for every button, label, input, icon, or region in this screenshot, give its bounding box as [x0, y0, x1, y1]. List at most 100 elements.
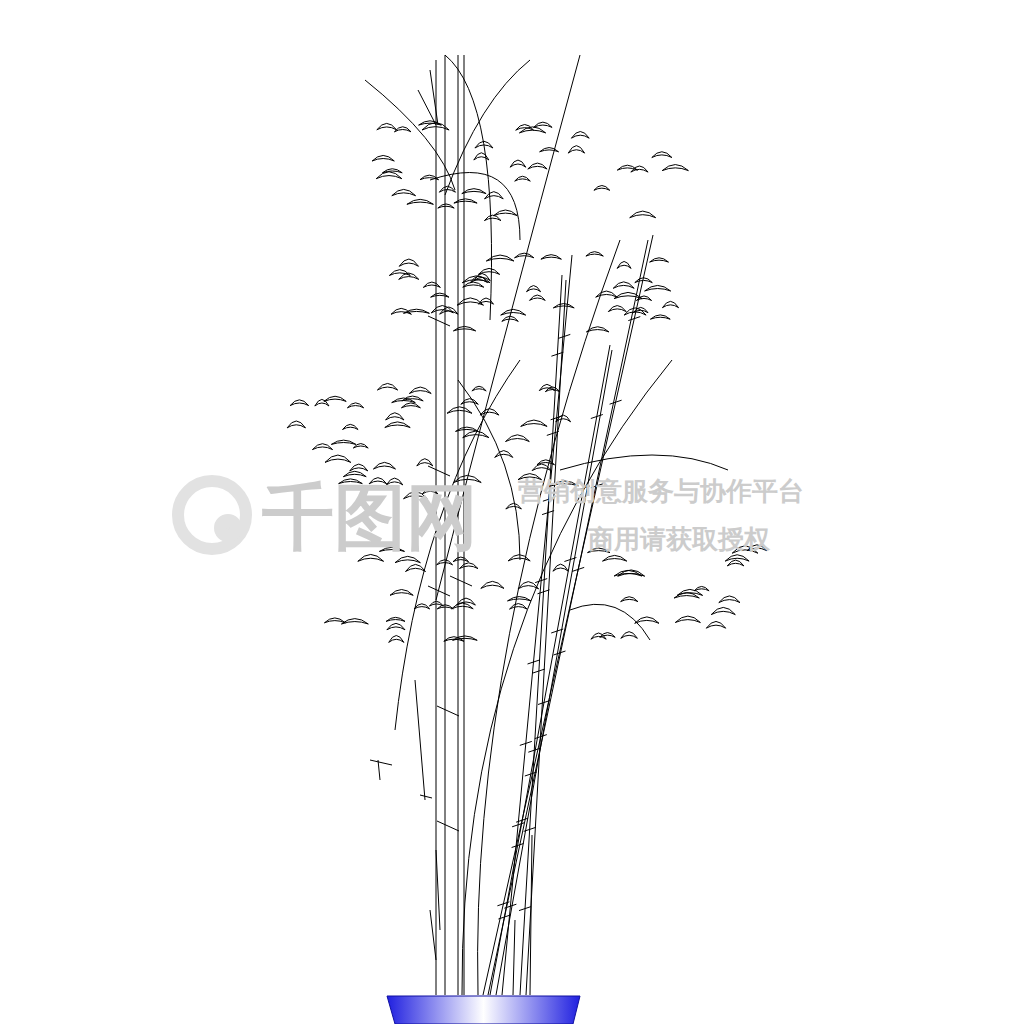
stem-joint	[525, 772, 537, 776]
leaf	[586, 252, 603, 256]
leaf	[387, 623, 405, 629]
leaf	[447, 407, 472, 414]
leaf	[508, 597, 532, 601]
stem-joint	[554, 651, 566, 655]
leaf	[347, 403, 363, 408]
leaf	[325, 455, 351, 462]
leaf	[353, 444, 368, 448]
leaf	[645, 285, 671, 291]
stem-joint	[437, 706, 459, 716]
leaf	[541, 255, 562, 260]
leaf	[324, 396, 346, 401]
leaf	[453, 326, 475, 331]
stem-joint	[524, 827, 536, 831]
stem-joint	[547, 431, 559, 435]
leaf	[287, 421, 305, 428]
leaf	[617, 165, 637, 170]
leaf	[485, 192, 504, 199]
leaf	[431, 293, 449, 297]
leaf	[516, 125, 534, 131]
leaf	[399, 259, 418, 266]
leaf	[390, 590, 413, 596]
stem-joint	[542, 511, 554, 515]
stem-joint	[538, 701, 550, 705]
leaf	[528, 163, 547, 169]
leaf	[385, 422, 410, 428]
leaf	[586, 327, 609, 332]
leaf	[662, 165, 688, 171]
bamboo-leaves	[287, 121, 767, 643]
leaf	[389, 636, 404, 643]
leaf	[510, 160, 526, 167]
stem-joint	[450, 576, 472, 586]
stem-joint	[498, 915, 510, 919]
stem-joint	[497, 902, 509, 906]
stem-joint	[558, 334, 570, 338]
leaf	[486, 255, 514, 261]
leaf	[479, 298, 494, 304]
leaf	[404, 309, 430, 313]
watermark-text: 营销创意服务与协作平台	[518, 474, 804, 509]
stem-joint	[428, 316, 450, 326]
leaf	[537, 460, 555, 465]
leaf	[591, 633, 606, 639]
leaf	[372, 155, 394, 161]
leaf	[409, 387, 431, 393]
leaf	[553, 564, 568, 571]
leaf	[312, 444, 332, 450]
stem-joint	[512, 844, 524, 848]
leaf	[614, 292, 642, 298]
leaf	[677, 589, 703, 595]
leaf	[617, 261, 631, 268]
leaf	[521, 420, 547, 426]
stem-joint	[528, 660, 540, 664]
leaf	[636, 296, 651, 301]
leaf	[377, 123, 397, 129]
leaf	[324, 618, 345, 623]
stem-joint	[572, 567, 584, 571]
leaf	[527, 286, 541, 292]
leaf	[508, 555, 530, 561]
leaf	[417, 459, 433, 466]
stem-nodes	[428, 316, 640, 919]
leaf	[350, 464, 368, 471]
stem-joint	[437, 821, 459, 831]
leaf	[472, 386, 486, 391]
leaf	[725, 555, 749, 561]
stem-joint	[504, 904, 516, 908]
stem-joint	[528, 748, 540, 752]
stem-joint	[512, 823, 524, 827]
stem-joint	[535, 579, 547, 583]
leaf	[506, 435, 530, 442]
leaf	[530, 295, 546, 300]
leaf	[452, 603, 474, 609]
leaf	[553, 304, 574, 308]
leaf	[463, 282, 484, 287]
stem-joint	[564, 558, 576, 562]
leaf	[414, 604, 430, 609]
leaf	[539, 384, 554, 390]
leaf	[501, 309, 526, 315]
stem-joint	[610, 400, 622, 404]
leaf	[652, 152, 672, 158]
leaf	[392, 189, 416, 195]
leaf	[608, 306, 626, 312]
stem-joint	[520, 741, 532, 745]
leaf	[478, 268, 499, 274]
leaf	[727, 560, 744, 566]
leaf	[423, 282, 440, 287]
leaf	[540, 148, 559, 152]
leaf	[373, 462, 395, 469]
leaf	[376, 172, 402, 179]
leaf	[290, 400, 309, 406]
watermark-logo-text: 千图网	[262, 470, 478, 566]
stem-joint	[551, 629, 563, 633]
leaf	[431, 306, 453, 313]
leaf	[459, 563, 478, 569]
stem-joint	[538, 590, 550, 594]
leaf	[377, 383, 397, 390]
leaf	[461, 399, 479, 405]
leaf	[675, 616, 700, 622]
leaf	[556, 415, 571, 422]
leaf	[462, 189, 486, 194]
